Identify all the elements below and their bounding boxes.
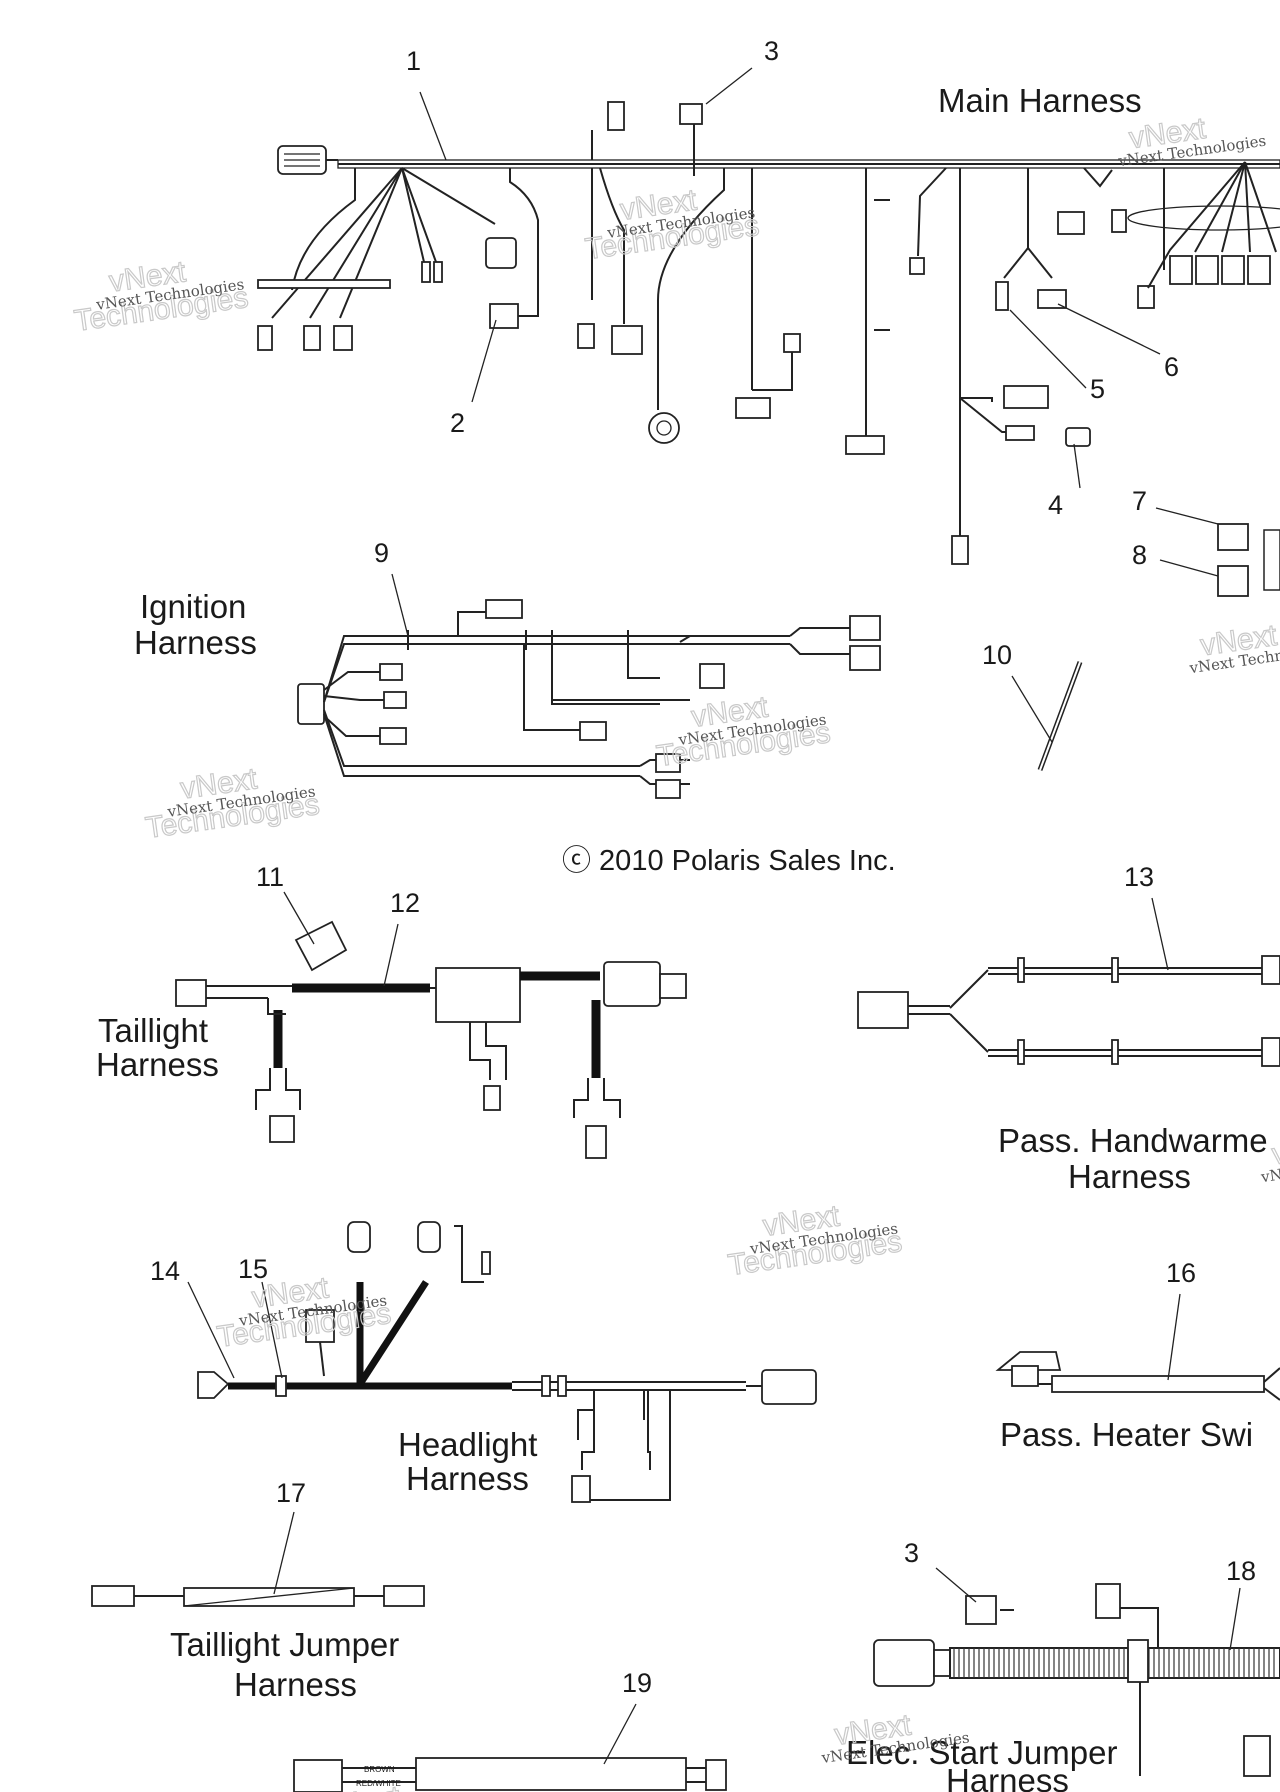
svg-text:vNext: vNext [1270,1128,1280,1171]
callout-18: 18 [1226,1556,1256,1586]
heater-switch-drawing [995,1351,1280,1401]
taillight-jumper-drawing [91,1585,425,1607]
title-elec-start-line2: Harness [946,1762,1069,1792]
callout-1: 1 [406,46,421,76]
ignition-harness-drawing [297,599,1083,799]
callout-numbers: 1 3 2 5 6 4 7 8 9 10 11 12 13 14 15 16 1… [150,36,1256,1698]
watermark-1: vNext Technologies vNext Technologies [72,255,251,339]
callout-12: 12 [390,888,420,918]
watermark-4: vNext Technologies vNext Technologies [143,762,322,846]
handwarmer-harness-drawing [857,955,1280,1067]
callout-4: 4 [1048,490,1063,520]
watermark-6: vNext vNext Technologies [1187,618,1280,677]
callout-13: 13 [1124,862,1154,892]
copyright-notice: ⓒ 2010 Polaris Sales Inc. [562,845,896,877]
callout-9: 9 [374,538,389,568]
watermark-5: vNext Technologies vNext Technologies [654,690,833,774]
callout-10: 10 [982,640,1012,670]
title-ignition-line2: Harness [134,624,257,661]
callout-2: 2 [450,408,465,438]
title-taillight-jumper-line2: Harness [234,1666,357,1703]
wire-label-brown: BROWN [364,1765,395,1774]
watermarks: vNext Technologies vNext Technologies vN… [72,111,1280,1792]
title-taillight-line2: Harness [96,1046,219,1083]
callout-3-elec-start: 3 [904,1538,919,1568]
item-19-drawing: BROWN RED/WHITE [293,1757,727,1792]
main-harness-drawing [257,101,1280,597]
title-headlight-line1: Headlight [398,1426,537,1463]
callout-17: 17 [276,1478,306,1508]
leader-lines [187,67,1241,1765]
wire-label-red-white: RED/WHITE [356,1779,401,1788]
taillight-harness-drawing [175,920,687,1159]
callout-7: 7 [1132,486,1147,516]
title-heater-line1: Pass. Heater Swi [1000,1416,1253,1453]
title-elec-start-line1: Elec. Start Jumper [846,1734,1117,1771]
callout-5: 5 [1090,374,1105,404]
callout-3: 3 [764,36,779,66]
watermark-8: vNext Technologies vNext Technologies [725,1199,904,1283]
callout-19: 19 [622,1668,652,1698]
callout-11: 11 [256,862,284,892]
title-headlight-line2: Harness [406,1460,529,1497]
title-handwarmer-line2: Harness [1068,1158,1191,1195]
title-taillight-line1: Taillight [98,1012,208,1049]
callout-14: 14 [150,1256,180,1286]
callout-16: 16 [1166,1258,1196,1288]
title-handwarmer-line1: Pass. Handwarme [998,1122,1268,1159]
callout-8: 8 [1132,540,1147,570]
title-ignition-line1: Ignition [140,588,246,625]
callout-6: 6 [1164,352,1179,382]
headlight-harness-drawing [197,1221,817,1503]
elec-start-jumper-drawing [873,1583,1280,1777]
convoluted-tubing [953,1648,1275,1678]
section-titles: Main Harness Ignition Harness Taillight … [96,82,1268,1792]
callout-15: 15 [238,1254,268,1284]
title-taillight-jumper-line1: Taillight Jumper [170,1626,399,1663]
title-main-harness: Main Harness [938,82,1142,119]
